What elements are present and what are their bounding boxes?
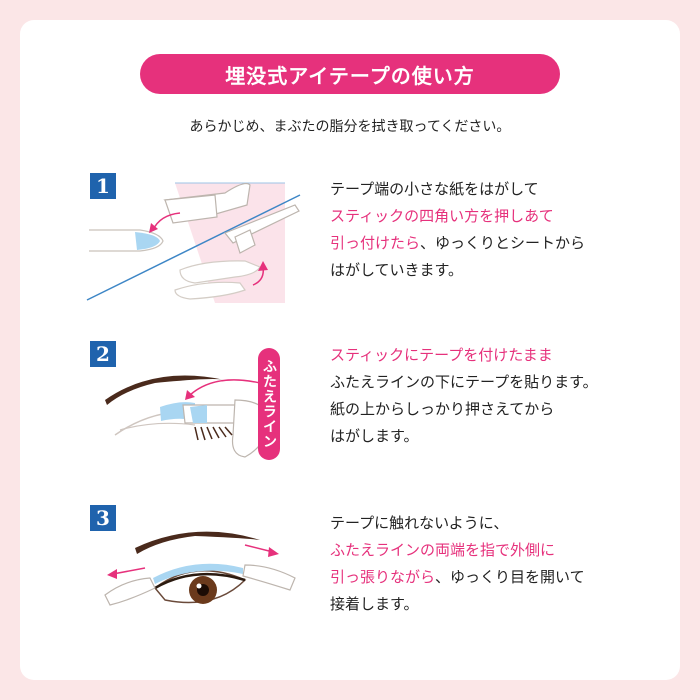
step-1-line-1: テープ端の小さな紙をはがして xyxy=(330,180,539,198)
eyelashes xyxy=(194,426,233,441)
stick-tape xyxy=(190,405,207,423)
tape-piece xyxy=(135,232,160,250)
stick-tip xyxy=(234,229,256,254)
side-label-badge: ふたえライン xyxy=(258,348,280,460)
left-finger xyxy=(104,577,156,606)
step-2-line-3: 紙の上からしっかり押さえてから xyxy=(330,400,555,418)
step-2-line-2: ふたえラインの下にテープを貼ります。 xyxy=(330,373,598,391)
tape-strip xyxy=(153,563,243,584)
cut-line xyxy=(86,194,301,301)
instruction-card xyxy=(20,20,680,680)
lower-hand xyxy=(179,260,261,284)
eyebrow xyxy=(135,531,260,554)
step-1-text: テープ端の小さな紙をはがして スティックの四角い方を押しあて 引っ付けたら、ゆっ… xyxy=(330,176,585,284)
step-2-line-1: スティックにテープを付けたまま xyxy=(330,346,553,364)
eyebrow xyxy=(105,375,225,405)
right-finger xyxy=(242,564,296,591)
arrow-left xyxy=(112,567,146,575)
step-3-line-3: 引っ張りながら、ゆっくり目を開いて xyxy=(330,568,585,586)
step-1-number: 1 xyxy=(90,173,116,199)
arrow-right xyxy=(244,544,274,553)
step-2-text: スティックにテープを付けたまま ふたえラインの下にテープを貼ります。 紙の上から… xyxy=(330,342,598,450)
lower-finger xyxy=(174,281,246,300)
step-3-illustration xyxy=(104,531,296,606)
step-3-text: テープに触れないように、 ふたえラインの両端を指で外側に 引っ張りながら、ゆっく… xyxy=(330,510,585,618)
step-3-number: 3 xyxy=(90,505,116,531)
step-1-line-2: スティックの四角い方を押しあて xyxy=(330,207,554,225)
arrow-head xyxy=(185,390,195,400)
side-label: ふたえライン xyxy=(261,359,277,449)
arrow-right-head xyxy=(258,261,268,271)
step-2-number: 2 xyxy=(90,341,116,367)
step-3-line-4: 接着します。 xyxy=(330,595,419,613)
step-3-line-2: ふたえラインの両端を指で外側に xyxy=(330,541,556,559)
step-1-illustration xyxy=(86,182,301,303)
step-2-illustration xyxy=(105,375,271,458)
upper-lash-line xyxy=(154,572,246,590)
arrow-left-head xyxy=(107,569,117,579)
arrow-left-head xyxy=(149,223,158,233)
arrow-right-head xyxy=(268,547,279,557)
step-2-line-4: はがします。 xyxy=(330,427,419,445)
intro-text: あらかじめ、まぶたの脂分を拭き取ってください。 xyxy=(189,119,511,135)
step-3-line-1: テープに触れないように、 xyxy=(330,514,509,532)
eyelid-line xyxy=(119,422,196,431)
step-1-line-4: はがしていきます。 xyxy=(330,261,464,279)
arrow xyxy=(189,379,261,396)
step-1-line-3: 引っ付けたら、ゆっくりとシートから xyxy=(330,234,586,252)
eye-highlight xyxy=(196,583,202,589)
page-title: 埋没式アイテープの使い方 xyxy=(140,54,560,94)
